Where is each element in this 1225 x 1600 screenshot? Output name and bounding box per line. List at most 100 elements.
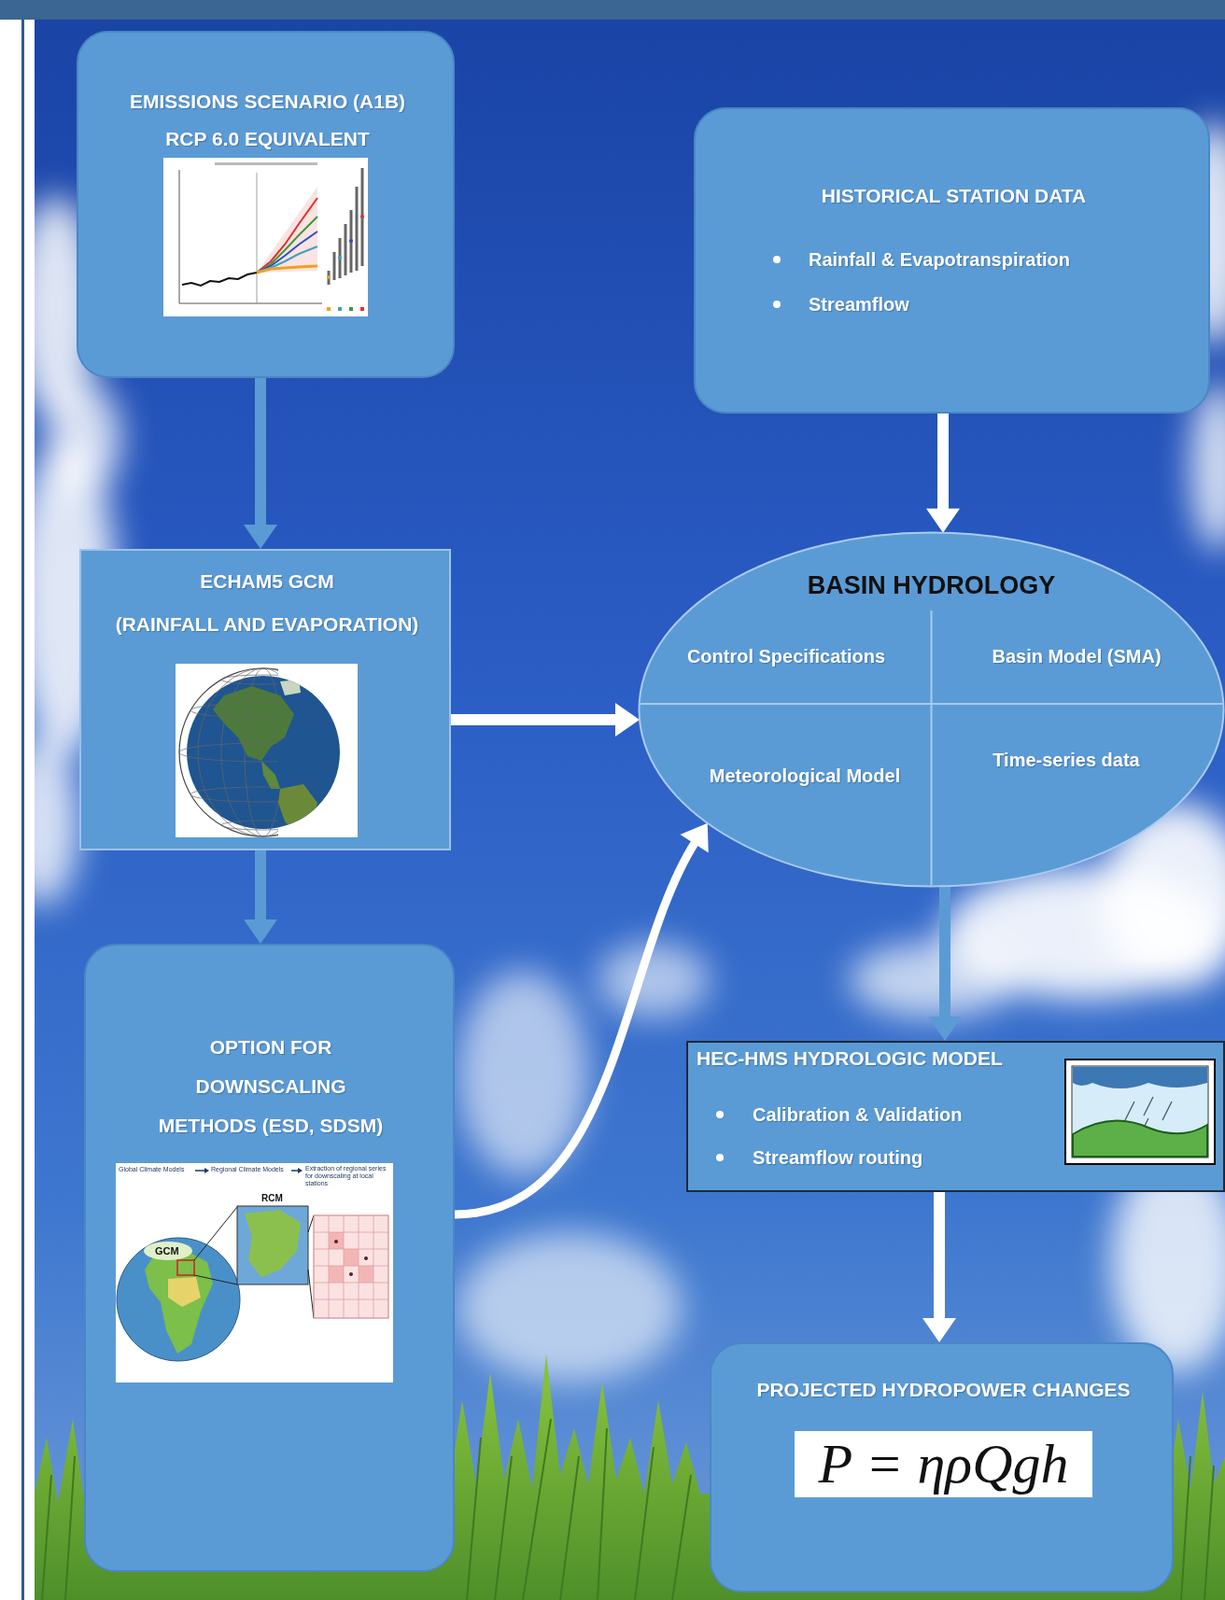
sky [34,19,1225,1600]
downscaling-figure-part [358,1266,374,1283]
ellipse-title: BASIN HYDROLOGY [637,570,1225,601]
scenario-chart-part [256,266,318,273]
quadrant-label: Basin Model (SMA) [955,645,1198,668]
downscaling-figure-part-part [358,1215,360,1319]
downscaling-figure-part [308,1215,314,1233]
hec-hms-icon [1065,1059,1215,1165]
scenario-chart-part-part [344,224,348,276]
box-title: ECHAM5 GCM [81,569,453,594]
arrow-shaft [937,413,949,511]
label-slot: RCM [261,1193,283,1205]
formula: P = ηρQgh [794,1431,1094,1498]
hec-hms-icon-part [1072,1067,1208,1089]
text-slot: HISTORICAL STATION DATA [695,183,1212,209]
clouds-part [597,943,710,1018]
hec-hms-icon-part [1065,1059,1215,1165]
text-slot: Time-series data [944,748,1188,772]
bullet-item: Streamflow [808,292,1201,317]
downscaling-figure-part-part [313,1232,389,1234]
side-rule [21,19,25,1600]
downscaling-figure-part [204,1168,210,1174]
text-slot: Streamflow routing [752,1145,1071,1170]
figure-caption: Global Climate Models [118,1166,184,1174]
downscaling-figure-part [144,1251,213,1354]
scenario-chart-part [256,186,318,273]
hec-hms-icon-part-part [1162,1101,1172,1121]
clouds-part [849,943,1018,1018]
text-slot: BASIN HYDROLOGY [637,570,1225,601]
arrow-shaft [254,850,267,923]
quadrant-divider [930,610,933,886]
arrow-head [926,508,960,534]
text-slot: Rainfall & Evapotranspiration [808,247,1201,272]
grass-blades-part [466,1419,691,1600]
scenario-chart-part [256,246,318,273]
downscaling-figure-part [297,1168,303,1174]
flow-arrow [928,886,962,1042]
gcm-globe-part-part [221,675,279,685]
scenario-chart-part [349,239,353,243]
hec-hms-icon-part [1071,1066,1209,1158]
downscaling-figure-part [291,1169,299,1172]
downscaling-figure-part [313,1215,389,1319]
gcm-globe-part [179,668,279,837]
downscaling-figure-part [334,1239,338,1244]
gcm-globe-part-part [179,668,279,837]
scenario-chart-part [182,272,257,286]
label-slot: Regional Climate Models [211,1166,284,1174]
figure-caption: Regional Climate Models [211,1166,284,1174]
gcm-globe-part-part [221,668,279,837]
gcm-globe-part-part [190,703,279,719]
label-slot: Extraction of regional series for downsc… [305,1165,392,1188]
scenario-chart-part [256,197,318,273]
downscaling-figure-part-part [313,1249,389,1251]
downscaling-figure-part [177,1260,195,1276]
top-bar [0,0,1225,20]
arrow-head [680,823,709,854]
box-title: OPTION FOR DOWNSCALING METHODS (ESD, SDS… [151,1027,391,1146]
gcm-globe-part-part [261,760,281,789]
quadrant-label: Meteorological Model [674,764,936,788]
scenario-chart-part [256,172,258,304]
text-slot: Calibration & Validation [752,1102,1071,1127]
clouds-part [457,1232,682,1382]
bullet-dot [773,255,781,264]
gcm-globe-part [186,675,340,830]
box-title: HISTORICAL STATION DATA [695,183,1212,209]
text-slot: OPTION FOR DOWNSCALING METHODS (ESD, SDS… [151,1027,391,1146]
downscaling-figure-part [194,1207,238,1261]
bullet-item: Calibration & Validation [752,1102,1071,1127]
label-slot: GCM [154,1245,180,1258]
gcm-globe-part-part [190,787,279,803]
downscaling-figure-part [349,1272,353,1277]
downscaling-figure-part [308,1269,314,1319]
gcm-globe-part-part [221,820,279,831]
arrow-head [243,919,278,944]
scenario-chart-part [179,169,181,304]
hec-hms-icon-part [1072,1120,1208,1157]
scenario-chart-part [328,168,363,285]
downscaling-figure-part [328,1232,344,1250]
scenario-chart-part [179,303,323,305]
text-slot: PROJECTED HYDROPOWER CHANGES [711,1378,1176,1403]
hydrology-ellipse: BASIN HYDROLOGYControl SpecificationsBas… [637,531,1225,888]
arrow-shaft [933,1192,945,1322]
hec-hms-icon-part-part [1125,1101,1135,1121]
flow-arrow [243,378,278,550]
arrow-head [243,524,278,550]
box-title: PROJECTED HYDROPOWER CHANGES [711,1378,1176,1403]
box-subtitle: (RAINFALL AND EVAPORATION) [81,612,453,637]
box-title: EMISSIONS SCENARIO (A1B) [78,90,457,113]
downscaling-figure-part-part [313,1299,389,1301]
scenario-chart [163,157,368,317]
downscaling-figure-part [364,1256,368,1261]
label-slot: Global Climate Models [118,1166,184,1174]
gcm-globe-part-part [280,679,301,696]
scenario-chart-part [337,307,342,311]
box-title: HEC-HMS HYDROLOGIC MODEL [696,1046,1061,1071]
downscaling-figure-part [143,1241,193,1261]
scenario-chart-part-part [327,270,331,285]
flow-arrow [922,1192,957,1343]
scenario-chart-part [326,307,331,311]
scenario-chart-part [214,162,318,166]
